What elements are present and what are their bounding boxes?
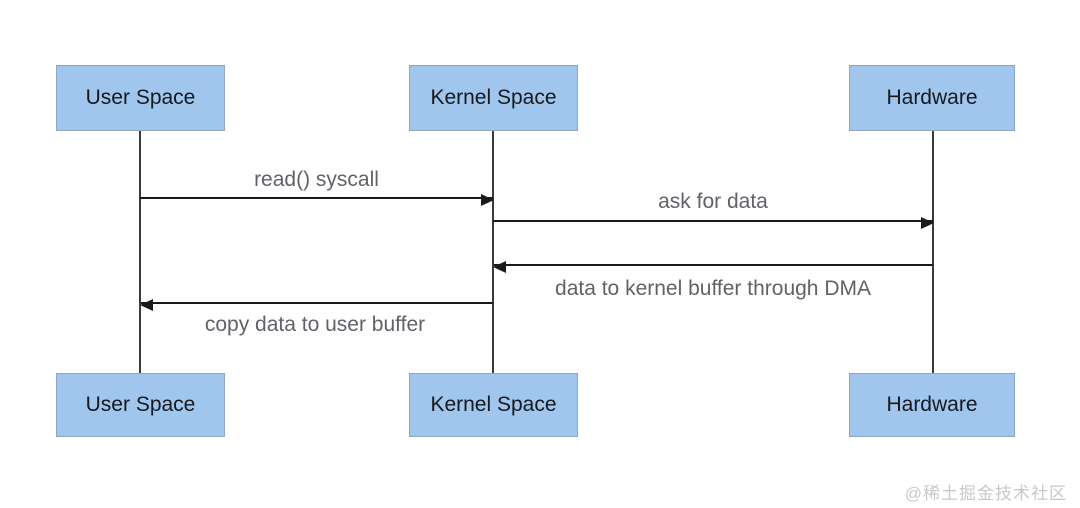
message-label-copy-to-user-buffer: copy data to user buffer — [204, 313, 426, 336]
actor-label-hardware-bottom: Hardware — [886, 393, 978, 416]
actor-label-user-space-bottom: User Space — [85, 393, 196, 416]
actor-label-hardware-top: Hardware — [886, 86, 978, 109]
watermark: @稀土掘金技术社区 — [904, 484, 1067, 503]
message-arrow-copy-to-user-buffer — [140, 299, 493, 311]
arrowhead-right-icon — [921, 217, 934, 229]
actor-box-user-space-bottom: User Space — [56, 373, 225, 437]
message-arrow-dma-to-kernel-buffer — [493, 261, 933, 273]
actor-box-user-space-top: User Space — [56, 65, 225, 131]
actor-box-kernel-space-top: Kernel Space — [409, 65, 578, 131]
actor-box-hardware-bottom: Hardware — [849, 373, 1015, 437]
actor-label-kernel-space-top: Kernel Space — [430, 86, 557, 109]
actor-box-hardware-top: Hardware — [849, 65, 1015, 131]
arrowhead-left-icon — [493, 261, 506, 273]
message-label-ask-for-data: ask for data — [658, 190, 768, 213]
arrowhead-right-icon — [481, 194, 494, 206]
lifeline-user-space — [139, 131, 141, 373]
arrowhead-left-icon — [140, 299, 153, 311]
message-label-dma-to-kernel-buffer: data to kernel buffer through DMA — [555, 277, 871, 300]
actor-box-kernel-space-bottom: Kernel Space — [409, 373, 578, 437]
actor-label-kernel-space-bottom: Kernel Space — [430, 393, 557, 416]
message-label-read-syscall: read() syscall — [254, 168, 379, 191]
lifeline-hardware — [932, 131, 934, 373]
actor-label-user-space-top: User Space — [85, 86, 196, 109]
lifeline-kernel-space — [492, 131, 494, 373]
message-arrow-ask-for-data — [493, 217, 934, 229]
message-arrow-read-syscall — [140, 194, 494, 206]
